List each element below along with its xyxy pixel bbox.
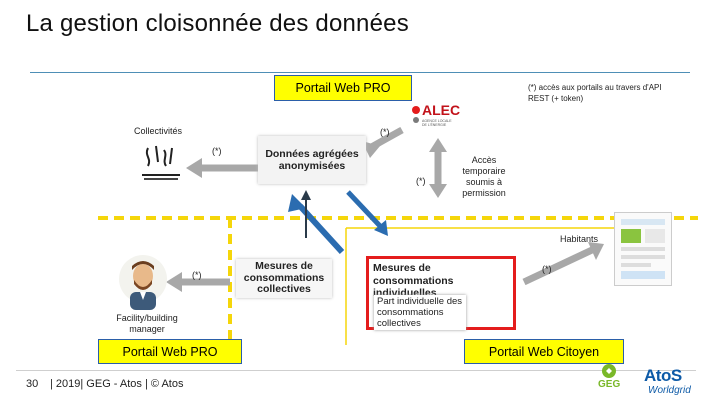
arrow-head-up [429, 138, 447, 152]
atos-logo: AtoS [644, 366, 682, 385]
individual-measures-text: Mesures de consommations individuelles [373, 262, 454, 299]
facility-manager-label: Facility/building manager [116, 313, 178, 334]
portal-citoyen: Portail Web Citoyen [464, 339, 624, 364]
individual-share-block: Part individuelle des consommations coll… [374, 295, 466, 330]
arrow-head-down [429, 184, 447, 198]
collective-measures-block: Mesures de consommations collectives [236, 259, 332, 298]
portal-pro-top: Portail Web PRO [274, 75, 412, 101]
geg-logo: GEG [596, 363, 622, 395]
asterisk-alec: (*) [380, 127, 390, 137]
citizen-app-screenshot [614, 212, 672, 286]
portal-pro-bottom: Portail Web PRO [98, 339, 242, 364]
access-note: Accès temporaire soumis à permission [462, 155, 506, 198]
blue-arrow-shaft-2 [346, 190, 382, 228]
asterisk-access: (*) [416, 176, 426, 186]
blue-arrow-head-bottom [374, 220, 388, 236]
arrow-head-alec [362, 141, 380, 158]
geg-logo-text: GEG [598, 379, 621, 390]
title-divider [30, 72, 690, 73]
collectivites-logo [136, 142, 186, 184]
arrow-head-habitants [588, 242, 604, 260]
alec-tagline: AGENCE LOCALE DE L'ÉNERGIE [422, 119, 452, 127]
geg-leaf-icon [602, 364, 616, 378]
api-note: (*) accès aux portails au travers d'API … [528, 83, 662, 103]
collectivites-label: Collectivités [134, 126, 183, 136]
worldgrid-logo: Worldgrid [648, 385, 691, 396]
page-number: 30 [26, 378, 39, 390]
alec-logo: ALEC AGENCE LOCALE DE L'ÉNERGIE [408, 100, 460, 134]
asterisk-manager: (*) [192, 270, 202, 280]
arrow-head-left-2 [166, 272, 182, 292]
app-screen-icon [621, 219, 665, 279]
city-emblem-icon [142, 145, 180, 180]
asterisk-habitants: (*) [542, 264, 552, 274]
aggregated-data-block: Données agrégées anonymisées [258, 136, 366, 184]
alec-logo-text: ALEC [422, 102, 461, 118]
person-avatar-icon [119, 255, 167, 310]
dark-arrow-head [301, 190, 311, 200]
arrow-head-left-1 [186, 158, 202, 178]
arrow-individual-to-habitants [522, 246, 594, 286]
footer-divider [16, 370, 696, 371]
habitants-label: Habitants [560, 234, 599, 244]
asterisk-collectivites: (*) [212, 146, 222, 156]
alec-logo-icon [412, 106, 420, 123]
facility-manager-avatar [118, 254, 168, 310]
slide-title: La gestion cloisonnée des données [26, 10, 409, 37]
footer-text: | 2019| GEG - Atos | © Atos [50, 378, 184, 390]
blue-arrow-head-top [288, 194, 306, 212]
